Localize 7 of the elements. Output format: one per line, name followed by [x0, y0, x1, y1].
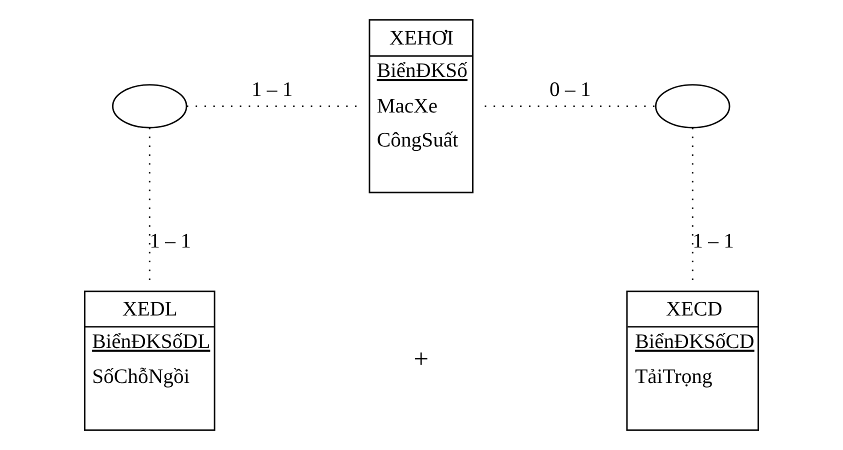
node-ellipse: [655, 84, 730, 128]
edge-label: 0 – 1: [550, 79, 591, 102]
node-ellipse: [112, 84, 188, 128]
edge-label: 1 – 1: [692, 230, 734, 252]
edge-label: 1 – 1: [150, 230, 191, 252]
label: +: [414, 343, 429, 374]
edge-label: 1 – 1: [251, 79, 293, 102]
